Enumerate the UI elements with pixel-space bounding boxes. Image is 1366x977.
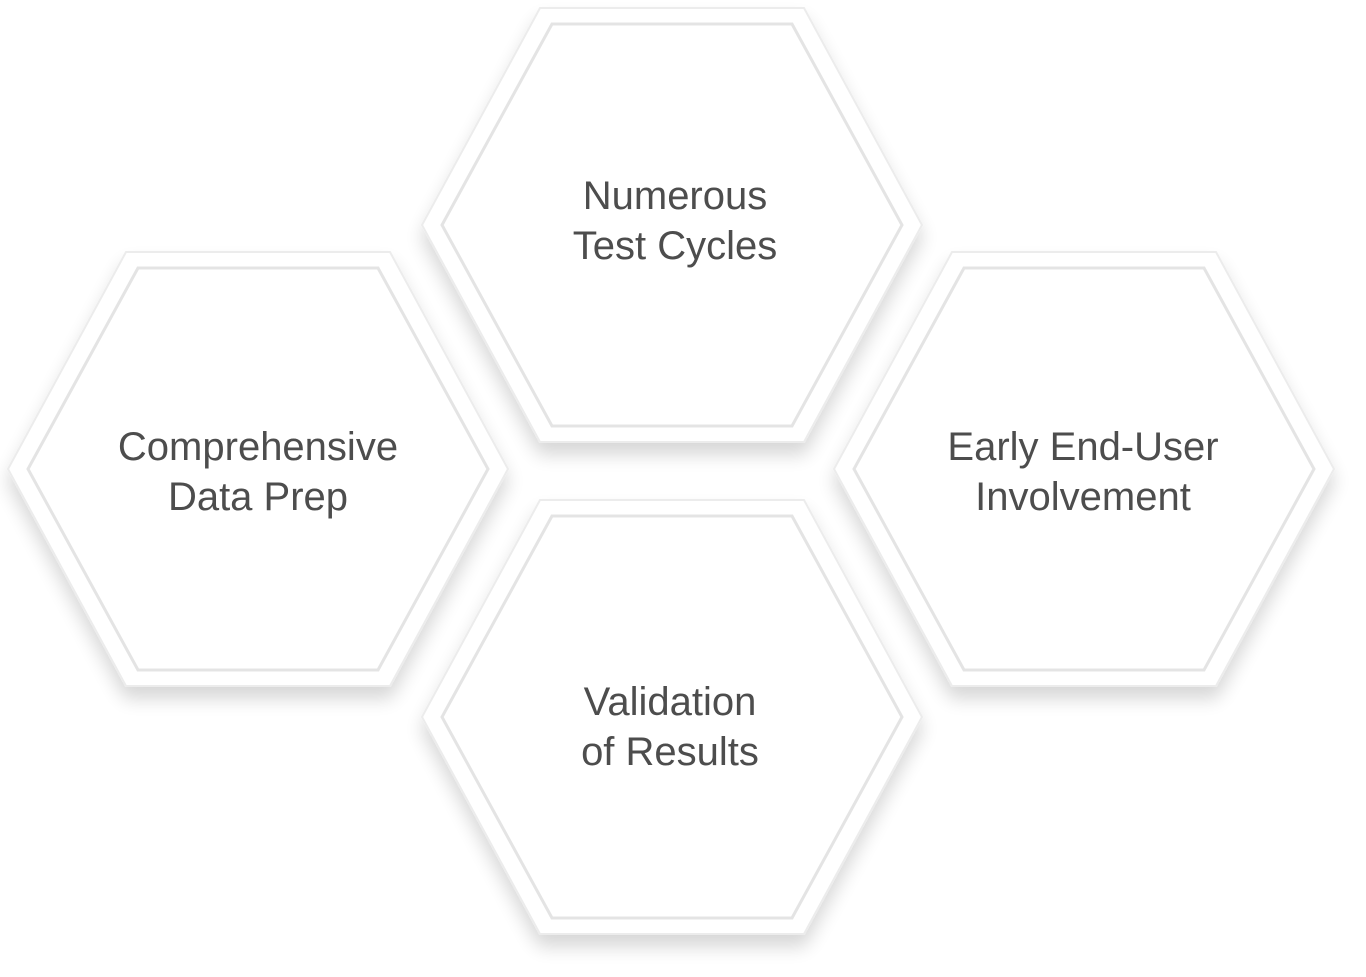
hexagon-bottom (420, 499, 924, 935)
hexagon-right-label-line-1: Early End-User (947, 425, 1219, 469)
hexagon-top-label-line-2: Test Cycles (572, 224, 778, 268)
hexagon-bottom-label: Validation of Results (490, 677, 850, 777)
hexagon-left (6, 251, 510, 687)
hexagon-top (420, 7, 924, 443)
hexagon-left-label-line-2: Data Prep (167, 475, 349, 519)
hexagon-right-label-line-2: Involvement (975, 475, 1191, 519)
hexagon-bottom-label-line-1: Validation (583, 680, 757, 724)
hexagon-right (832, 251, 1336, 687)
hexagon-top-label: Numerous Test Cycles (495, 171, 855, 271)
hexagon-right-label: Early End-User Involvement (903, 422, 1263, 522)
hexagon-left-label-line-1: Comprehensive (117, 425, 399, 469)
hexagon-top-label-line-1: Numerous (582, 174, 768, 218)
hexagon-bottom-label-line-2: of Results (581, 730, 759, 774)
hexagon-left-label: Comprehensive Data Prep (78, 422, 438, 522)
